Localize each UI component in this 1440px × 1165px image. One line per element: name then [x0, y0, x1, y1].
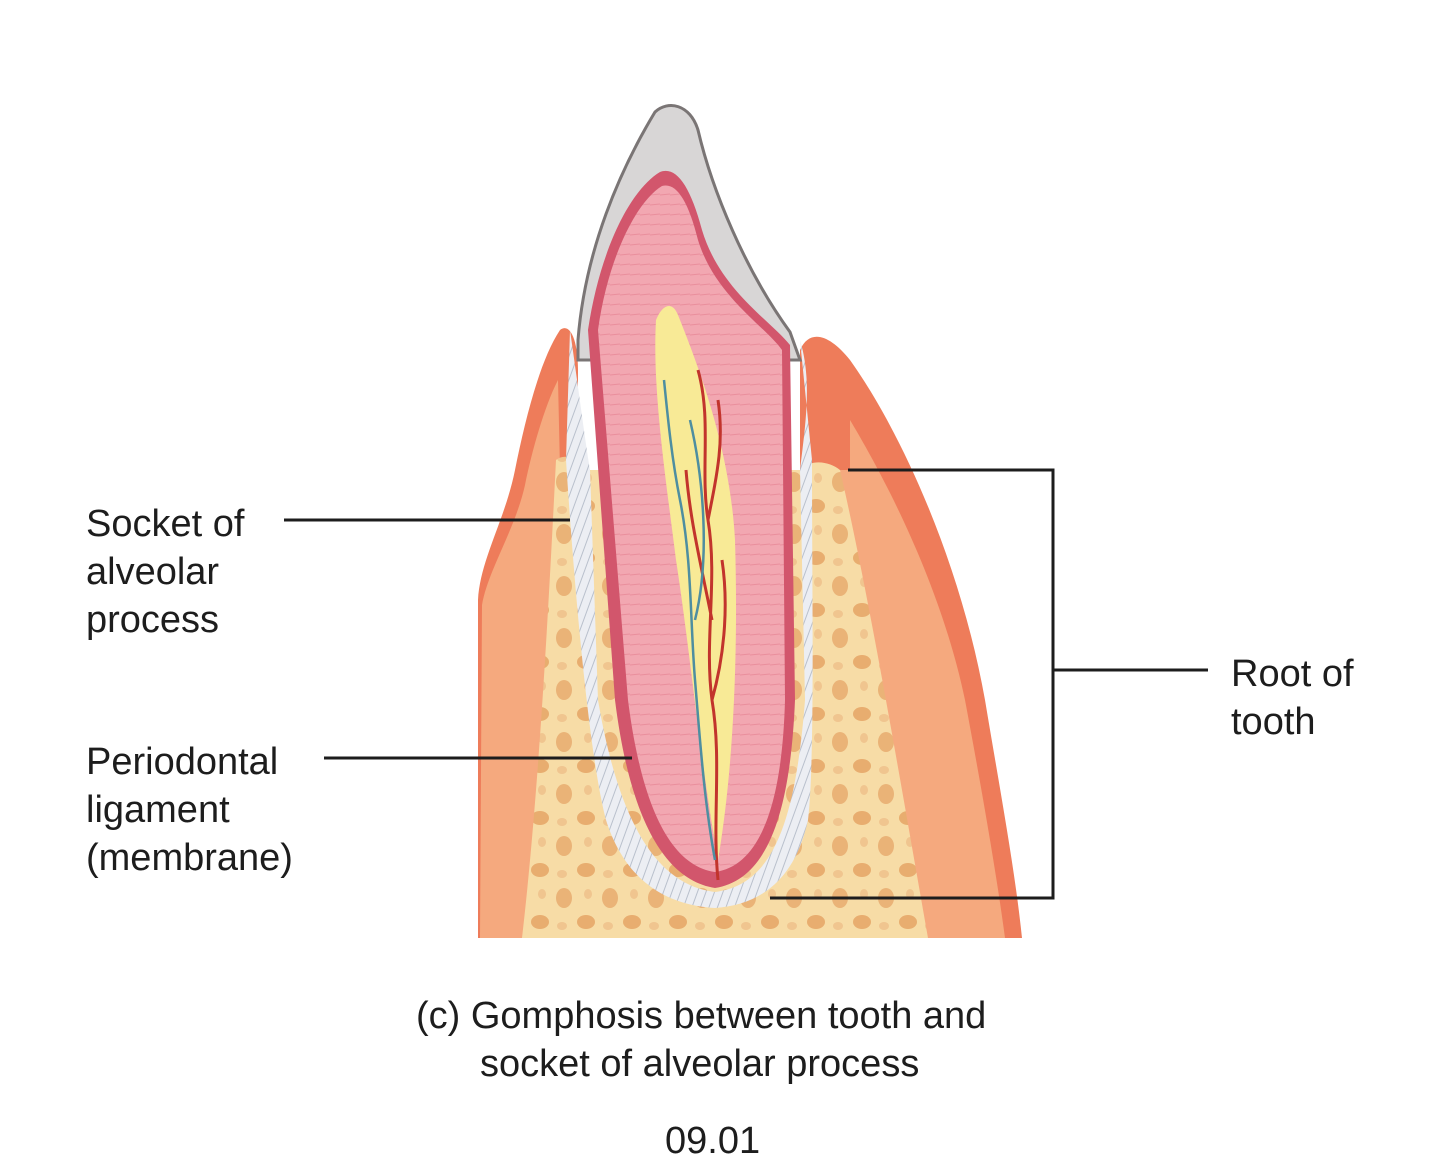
- label-line: Root of: [1231, 653, 1354, 695]
- label-line: alveolar: [86, 551, 220, 593]
- label-line: tooth: [1231, 701, 1316, 743]
- label-line: Periodontal: [86, 741, 279, 783]
- caption-line-1: (c) Gomphosis between tooth and: [416, 995, 987, 1037]
- label-line: Socket of: [86, 503, 245, 545]
- root-bracket: [770, 468, 1208, 900]
- label-socket-of-alveolar-process: Socket of alveolar process: [86, 500, 244, 644]
- vein: [662, 379, 717, 861]
- figure-caption: (c) Gomphosis between tooth and socket o…: [416, 992, 986, 1088]
- periodontal-ligament-shape: [566, 330, 813, 908]
- label-line: ligament: [86, 789, 230, 831]
- label-periodontal-ligament: Periodontal ligament (membrane): [86, 738, 293, 882]
- label-line: (membrane): [86, 837, 293, 879]
- artery: [684, 369, 727, 881]
- label-root-of-tooth: Root of tooth: [1231, 650, 1354, 746]
- label-line: process: [86, 599, 220, 641]
- caption-line-2: socket of alveolar process: [480, 1043, 920, 1085]
- figure-number: 09.01: [665, 1120, 761, 1162]
